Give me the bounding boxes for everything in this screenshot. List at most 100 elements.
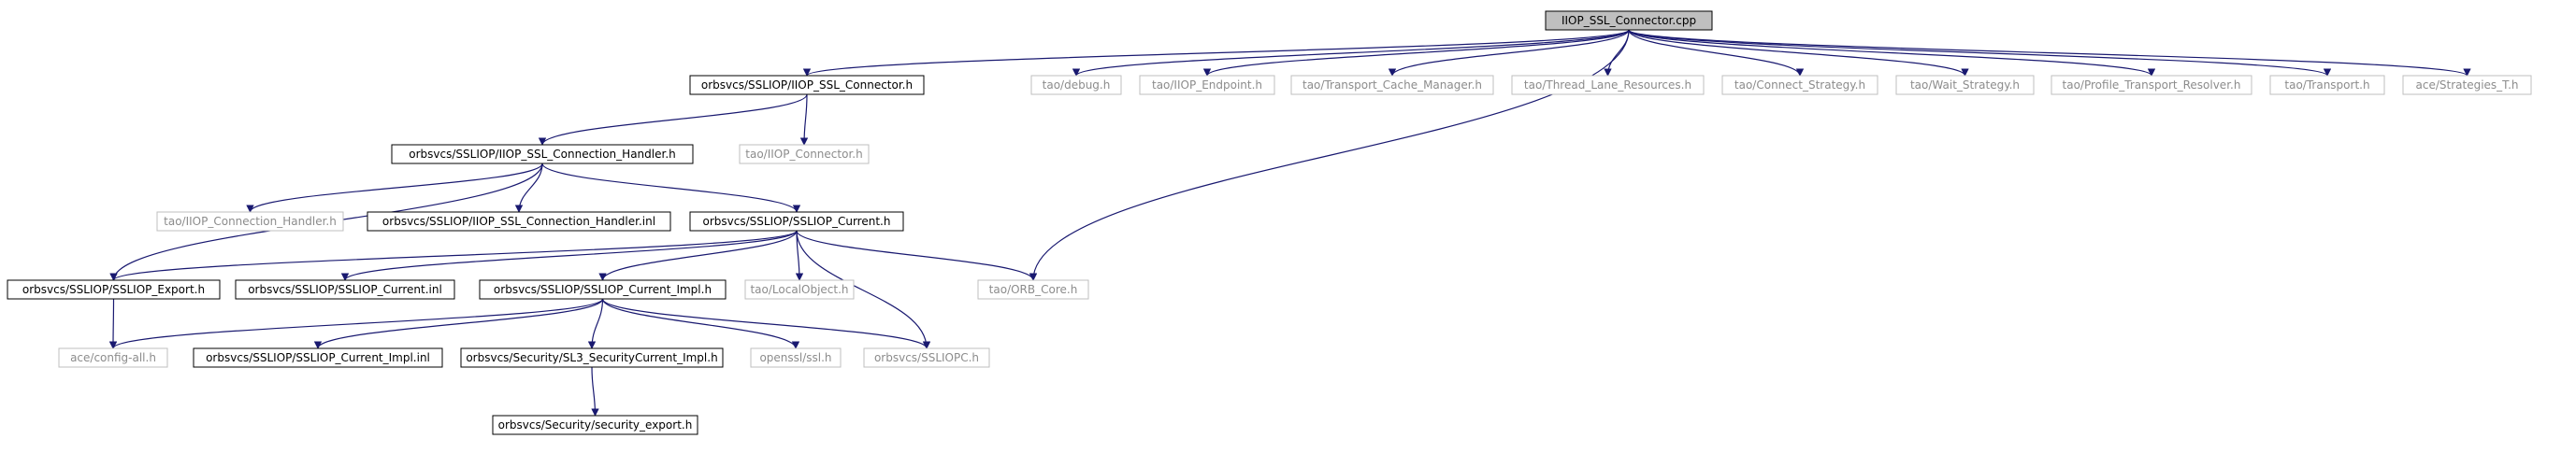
node-box-conn_handler_h — [391, 144, 694, 164]
node-label-tao_transport: tao/Transport.h — [2284, 78, 2369, 92]
edge-root-to-tao_orb_core — [1029, 29, 1630, 281]
edge-conn_handler_h-to-conn_handler_inl — [514, 163, 543, 213]
node-box-conn_handler_inl — [367, 211, 671, 232]
node-ssliop_current_inl[interactable]: orbsvcs/SSLIOP/SSLIOP_Current.inl — [235, 279, 455, 300]
edge-conn_handler_h-to-ssliop_current_h — [541, 163, 801, 213]
edge-connector_h-to-tao_iiop_connector — [799, 93, 809, 146]
edge-connector_h-to-conn_handler_h — [538, 93, 808, 146]
node-ssliop_current_impl_inl[interactable]: orbsvcs/SSLIOP/SSLIOP_Current_Impl.inl — [193, 347, 443, 368]
edge-ssliop_current_h-to-sslioc_h — [796, 230, 931, 349]
node-label-ace_strategies: ace/Strategies_T.h — [2416, 78, 2519, 92]
node-box-ssliop_current_impl_h — [479, 279, 727, 300]
node-box-sl3_securitycurrent_impl_h — [460, 347, 724, 368]
edge-ssliop_current_h-to-ssliop_current_impl_h — [598, 230, 798, 281]
edge-root-to-tao_wait_strategy — [1628, 29, 1969, 77]
node-openssl_ssl[interactable]: openssl/ssl.h — [750, 347, 842, 368]
node-box-tao_iiop_endpoint — [1139, 75, 1275, 95]
node-box-connector_h — [689, 75, 925, 95]
node-box-tao_orb_core — [977, 279, 1089, 300]
node-tao_transport[interactable]: tao/Transport.h — [2269, 75, 2385, 95]
node-label-tao_localobject: tao/LocalObject.h — [750, 283, 848, 296]
node-tao_wait_strategy[interactable]: tao/Wait_Strategy.h — [1895, 75, 2035, 95]
node-box-tao_profile_resolver — [2051, 75, 2252, 95]
edge-ssliop_current_impl_h-to-ace_config_all — [108, 298, 604, 349]
edge-conn_handler_h-to-tao_iiop_conn_handler — [246, 163, 543, 213]
node-box-ssliop_current_inl — [235, 279, 455, 300]
edge-root-to-tao_profile_resolver — [1628, 29, 2156, 77]
node-label-tao_iiop_conn_handler: tao/IIOP_Connection_Handler.h — [164, 215, 337, 228]
node-box-tao_thread_lane — [1511, 75, 1705, 95]
node-box-tao_debug — [1030, 75, 1122, 95]
node-box-tao_wait_strategy — [1895, 75, 2035, 95]
node-box-root — [1545, 10, 1713, 31]
node-tao_localobject[interactable]: tao/LocalObject.h — [744, 279, 855, 300]
node-connector_h[interactable]: orbsvcs/SSLIOP/IIOP_SSL_Connector.h — [689, 75, 925, 95]
node-ace_config_all[interactable]: ace/config-all.h — [58, 347, 168, 368]
edge-ssliop_current_h-to-ssliop_export_h — [109, 230, 798, 281]
node-ssliop_current_h[interactable]: orbsvcs/SSLIOP/SSLIOP_Current.h — [689, 211, 904, 232]
node-ssliop_export_h[interactable]: orbsvcs/SSLIOP/SSLIOP_Export.h — [7, 279, 221, 300]
edge-root-to-tao_transport_cache — [1388, 29, 1630, 77]
node-label-ssliop_export_h: orbsvcs/SSLIOP/SSLIOP_Export.h — [22, 283, 205, 296]
node-box-ace_strategies — [2402, 75, 2532, 95]
edge-root-to-tao_debug — [1072, 29, 1630, 77]
node-box-tao_connect_strategy — [1721, 75, 1878, 95]
node-box-tao_localobject — [744, 279, 855, 300]
node-label-ssliop_current_impl_h: orbsvcs/SSLIOP/SSLIOP_Current_Impl.h — [494, 283, 712, 296]
node-sslioc_h[interactable]: orbsvcs/SSLIOPC.h — [863, 347, 990, 368]
edge-ssliop_current_impl_h-to-sl3_securitycurrent_impl_h — [587, 298, 604, 349]
node-label-openssl_ssl: openssl/ssl.h — [759, 351, 831, 364]
edge-ssliop_export_h-to-ace_config_all — [108, 298, 118, 349]
node-label-ace_config_all: ace/config-all.h — [70, 351, 156, 364]
node-conn_handler_inl[interactable]: orbsvcs/SSLIOP/IIOP_SSL_Connection_Handl… — [367, 211, 671, 232]
node-tao_iiop_connector[interactable]: tao/IIOP_Connector.h — [739, 144, 870, 164]
node-tao_connect_strategy[interactable]: tao/Connect_Strategy.h — [1721, 75, 1878, 95]
node-ssliop_current_impl_h[interactable]: orbsvcs/SSLIOP/SSLIOP_Current_Impl.h — [479, 279, 727, 300]
node-box-tao_transport_cache — [1290, 75, 1494, 95]
edge-ssliop_current_impl_h-to-ssliop_current_impl_inl — [313, 298, 604, 349]
node-label-sl3_securitycurrent_impl_h: orbsvcs/Security/SL3_SecurityCurrent_Imp… — [466, 351, 717, 364]
node-security_export_h[interactable]: orbsvcs/Security/security_export.h — [492, 415, 698, 435]
node-label-security_export_h: orbsvcs/Security/security_export.h — [498, 418, 693, 432]
node-label-tao_iiop_connector: tao/IIOP_Connector.h — [745, 148, 862, 161]
node-tao_debug[interactable]: tao/debug.h — [1030, 75, 1122, 95]
node-label-connector_h: orbsvcs/SSLIOP/IIOP_SSL_Connector.h — [701, 78, 913, 92]
node-label-tao_profile_resolver: tao/Profile_Transport_Resolver.h — [2063, 78, 2241, 92]
node-sl3_securitycurrent_impl_h[interactable]: orbsvcs/Security/SL3_SecurityCurrent_Imp… — [460, 347, 724, 368]
node-box-tao_iiop_connector — [739, 144, 870, 164]
edge-root-to-tao_transport — [1628, 29, 2331, 77]
node-label-ssliop_current_inl: orbsvcs/SSLIOP/SSLIOP_Current.inl — [248, 283, 442, 296]
node-label-sslioc_h: orbsvcs/SSLIOPC.h — [874, 351, 979, 364]
edge-root-to-connector_h — [803, 29, 1630, 77]
node-conn_handler_h[interactable]: orbsvcs/SSLIOP/IIOP_SSL_Connection_Handl… — [391, 144, 694, 164]
edge-ssliop_current_impl_h-to-openssl_ssl — [601, 298, 800, 349]
node-tao_profile_resolver[interactable]: tao/Profile_Transport_Resolver.h — [2051, 75, 2252, 95]
node-box-ssliop_current_impl_inl — [193, 347, 443, 368]
edge-root-to-tao_connect_strategy — [1628, 29, 1805, 77]
node-root[interactable]: IIOP_SSL_Connector.cpp — [1545, 10, 1713, 31]
node-label-ssliop_current_h: orbsvcs/SSLIOP/SSLIOP_Current.h — [703, 215, 891, 228]
node-label-tao_orb_core: tao/ORB_Core.h — [989, 283, 1078, 296]
edge-root-to-ace_strategies — [1628, 29, 2471, 77]
node-label-ssliop_current_impl_inl: orbsvcs/SSLIOP/SSLIOP_Current_Impl.inl — [206, 351, 430, 364]
edge-ssliop_current_h-to-tao_orb_core — [796, 230, 1038, 281]
node-box-tao_transport — [2269, 75, 2385, 95]
node-box-tao_iiop_conn_handler — [156, 211, 344, 232]
node-box-ssliop_current_h — [689, 211, 904, 232]
node-box-ace_config_all — [58, 347, 168, 368]
node-label-tao_connect_strategy: tao/Connect_Strategy.h — [1734, 78, 1865, 92]
node-ace_strategies[interactable]: ace/Strategies_T.h — [2402, 75, 2532, 95]
node-label-conn_handler_h: orbsvcs/SSLIOP/IIOP_SSL_Connection_Handl… — [409, 148, 675, 161]
node-box-security_export_h — [492, 415, 698, 435]
node-label-tao_thread_lane: tao/Thread_Lane_Resources.h — [1524, 78, 1691, 92]
node-tao_transport_cache[interactable]: tao/Transport_Cache_Manager.h — [1290, 75, 1494, 95]
node-tao_orb_core[interactable]: tao/ORB_Core.h — [977, 279, 1089, 300]
dependency-edges — [108, 29, 2471, 417]
node-label-tao_debug: tao/debug.h — [1043, 78, 1111, 92]
node-tao_iiop_conn_handler[interactable]: tao/IIOP_Connection_Handler.h — [156, 211, 344, 232]
node-tao_thread_lane[interactable]: tao/Thread_Lane_Resources.h — [1511, 75, 1705, 95]
node-tao_iiop_endpoint[interactable]: tao/IIOP_Endpoint.h — [1139, 75, 1275, 95]
node-label-tao_transport_cache: tao/Transport_Cache_Manager.h — [1302, 78, 1482, 92]
node-label-root: IIOP_SSL_Connector.cpp — [1561, 14, 1696, 27]
